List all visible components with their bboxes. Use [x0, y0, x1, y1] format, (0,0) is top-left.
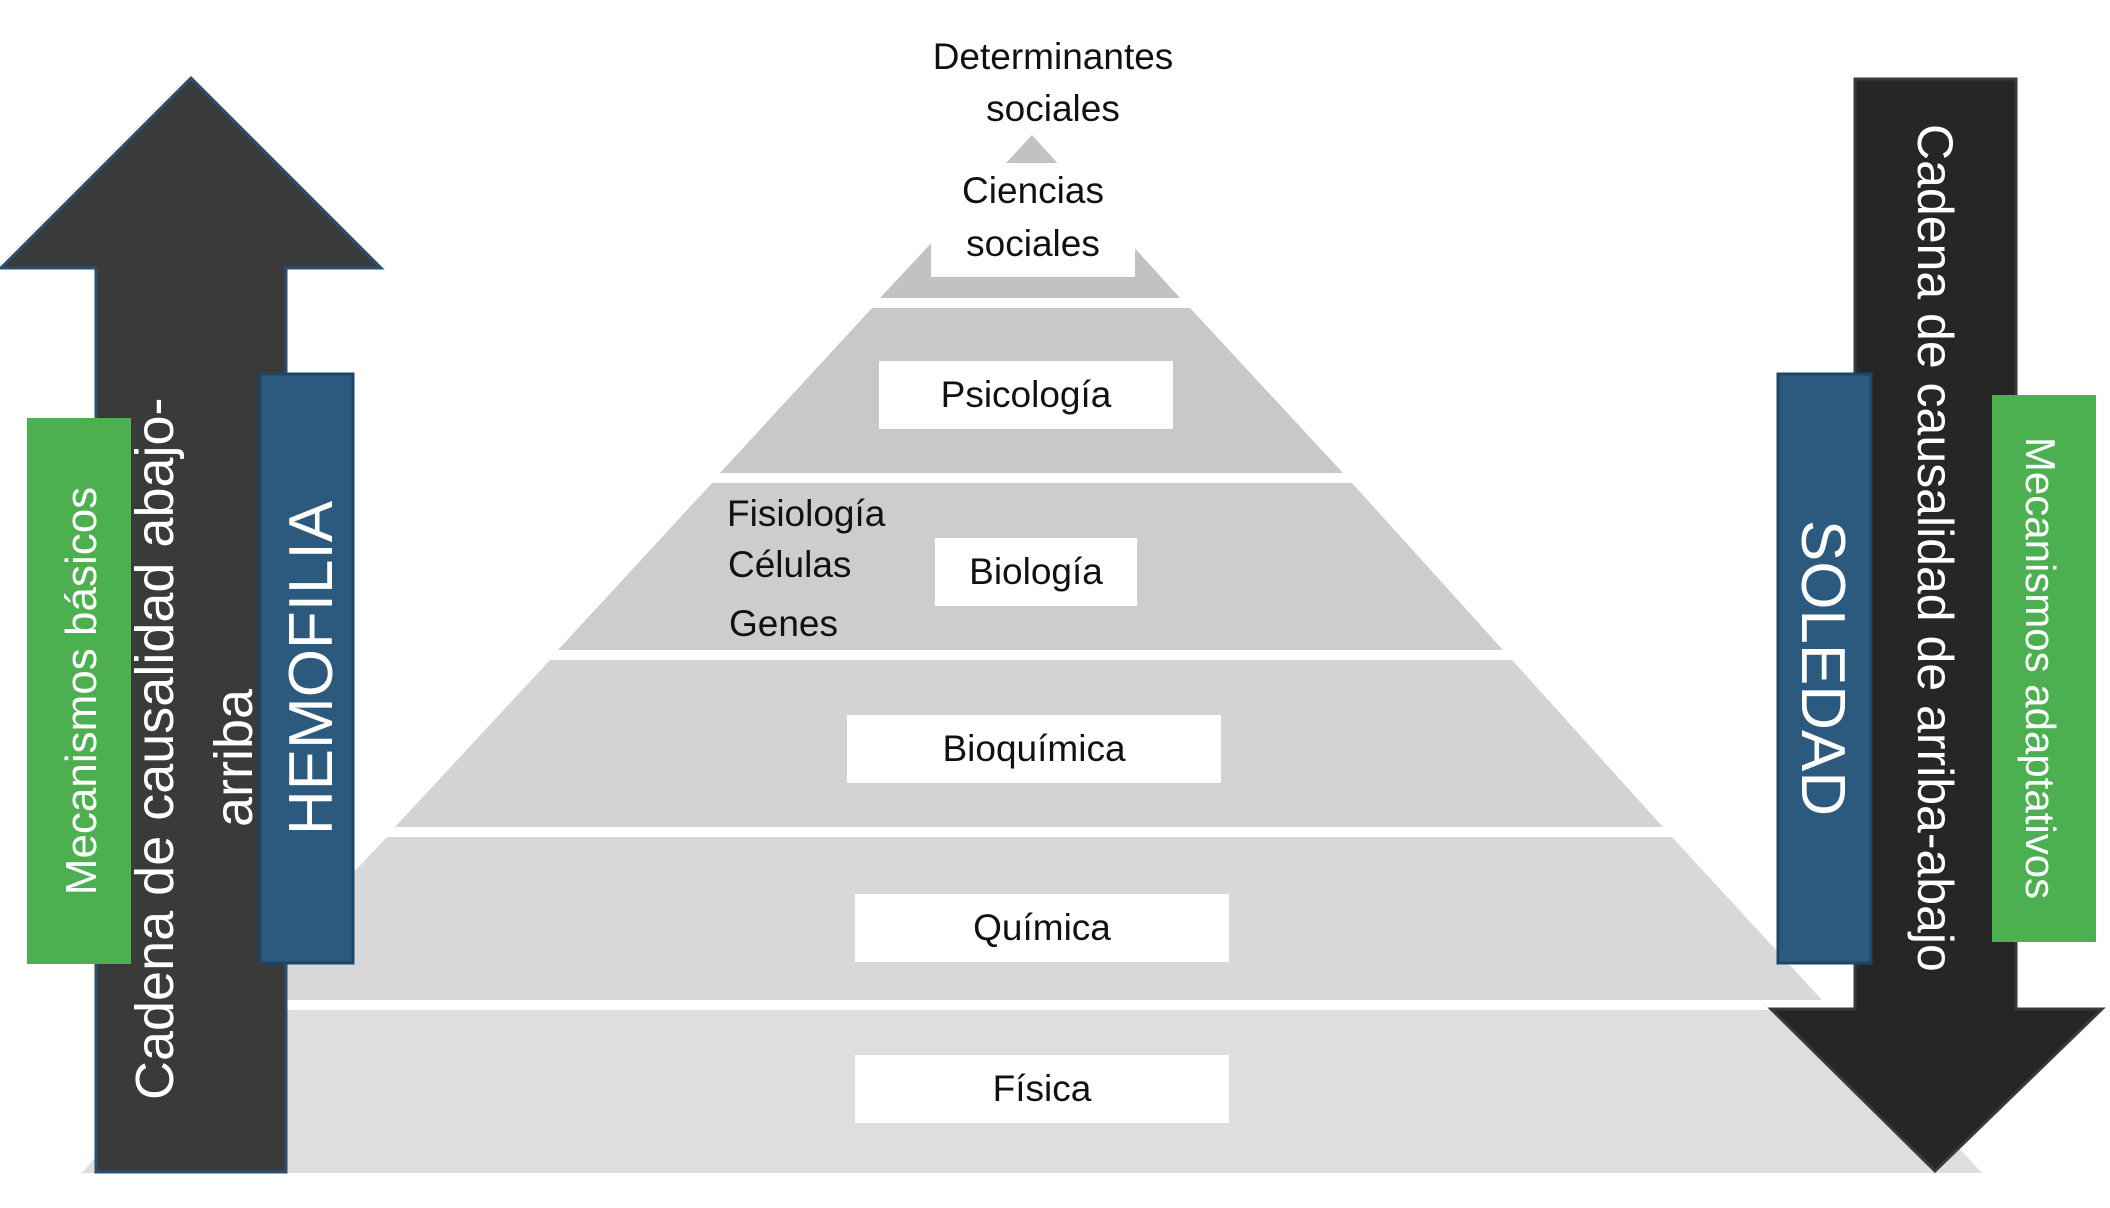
left-blue-box-label: HEMOFILIA [277, 500, 346, 835]
right-blue-box: SOLEDAD [1776, 372, 1873, 965]
level-text: Psicología [941, 374, 1112, 415]
level-box [855, 1055, 1229, 1123]
left-arrow-label-line2: arriba [204, 688, 264, 827]
right-blue-box-label: SOLEDAD [1788, 520, 1857, 816]
right-green-box: Mecanismos adaptativos [1992, 395, 2096, 942]
level-label-biologia: Biología [935, 538, 1137, 606]
level-text: Biología [969, 551, 1103, 592]
side-label-genes: Genes [729, 603, 838, 644]
side-label-fisiologia: Fisiología [727, 493, 886, 534]
blue-box-rect [1776, 372, 1873, 965]
right-arrow-label: Cadena de causalidad de arriba-abajo [1907, 124, 1963, 972]
side-label-celulas: Células [728, 544, 851, 585]
level-text: Química [973, 907, 1111, 948]
right-down-arrow: Cadena de causalidad de arriba-abajo [1767, 77, 2106, 1174]
left-green-box: Mecanismos básicos [27, 418, 131, 964]
level-box [931, 163, 1135, 277]
level-label-quimica: Química [855, 894, 1229, 962]
blue-box-rect [258, 372, 355, 965]
top-title-line1: Determinantes [933, 36, 1174, 77]
level-text: Física [993, 1068, 1092, 1109]
level-label-psicologia: Psicología [879, 361, 1173, 429]
level-text-line1: Ciencias [962, 170, 1104, 211]
green-box-rect [27, 418, 131, 964]
level-label-fisica: Física [855, 1055, 1229, 1123]
left-arrow-label-line1: Cadena de causalidad abajo- [125, 397, 185, 1100]
top-title-line2: sociales [986, 88, 1120, 129]
level-box [935, 538, 1137, 606]
level-box [879, 361, 1173, 429]
level-text-line2: sociales [966, 223, 1100, 264]
level-text: Bioquímica [942, 728, 1125, 769]
level-box [855, 894, 1229, 962]
level-box [847, 715, 1221, 783]
right-green-box-label: Mecanismos adaptativos [2017, 437, 2064, 899]
left-green-box-label: Mecanismos básicos [57, 487, 106, 895]
level-label-ciencias-sociales: Ciencias sociales [931, 163, 1135, 277]
green-box-rect [1992, 395, 2096, 942]
down-arrow-shape [1767, 77, 2106, 1174]
pyramid [82, 135, 1982, 1173]
level-label-bioquimica: Bioquímica [847, 715, 1221, 783]
left-blue-box: HEMOFILIA [258, 372, 355, 965]
